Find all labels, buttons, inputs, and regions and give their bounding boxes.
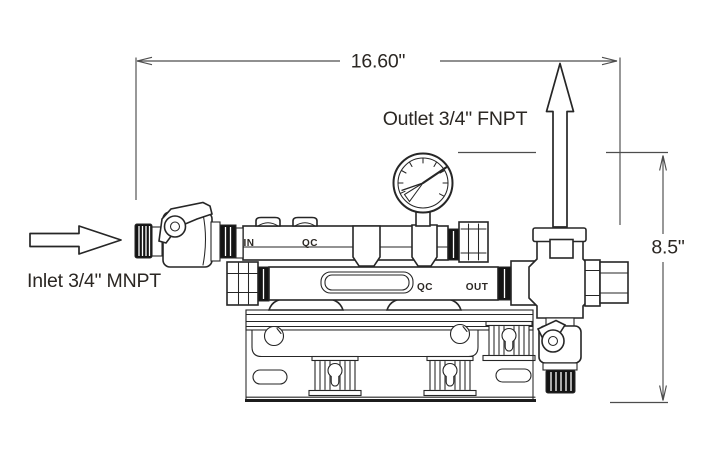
outlet-label: Outlet 3/4" FNPT bbox=[383, 108, 528, 130]
right-branch-hex-nut bbox=[599, 261, 629, 304]
width-dimension-label: 16.60" bbox=[351, 51, 406, 73]
inlet-label: Inlet 3/4" MNPT bbox=[27, 270, 161, 292]
drain-ball-valve bbox=[536, 317, 582, 394]
keyhole-tab-right bbox=[482, 320, 536, 362]
gauge-ticks bbox=[397, 157, 449, 197]
dim-arrow-left bbox=[136, 56, 153, 66]
drain-valve-boss bbox=[541, 329, 565, 353]
dim-arrow-right bbox=[601, 56, 618, 66]
tee-top-opening bbox=[549, 238, 574, 259]
upper-manifold-tube: IN QC bbox=[242, 216, 489, 267]
inlet-flow-arrow bbox=[29, 225, 122, 255]
gauge-stem bbox=[415, 211, 431, 227]
pressure-gauge bbox=[392, 152, 454, 227]
upper-right-hex-nut bbox=[458, 221, 489, 263]
port-label-qc-bottom: QC bbox=[417, 282, 433, 293]
inlet-collet-ring bbox=[219, 224, 237, 259]
mounting-bracket bbox=[245, 309, 536, 402]
keyhole-tab-middle bbox=[423, 355, 477, 397]
port-label-out: OUT bbox=[466, 282, 489, 293]
bracket-screw-left bbox=[263, 325, 285, 347]
outlet-tee-assembly bbox=[510, 227, 629, 394]
keyhole-tab-left bbox=[308, 355, 362, 397]
dim-arrow-up bbox=[659, 155, 667, 171]
valve-union-collar bbox=[210, 221, 221, 262]
outlet-flow-arrow bbox=[545, 62, 575, 228]
gauge-mount-block bbox=[411, 224, 438, 267]
tee-body bbox=[528, 240, 592, 319]
gauge-needle bbox=[401, 166, 448, 203]
slot-right bbox=[495, 368, 532, 383]
slot-left bbox=[252, 369, 288, 385]
height-dimension: 8.5" bbox=[458, 151, 685, 404]
width-dimension: 16.60" bbox=[135, 51, 621, 225]
bracket-panel bbox=[251, 329, 479, 358]
inlet-assembly bbox=[134, 201, 244, 268]
label-plate-inner bbox=[324, 274, 410, 291]
port-label-in: IN bbox=[244, 238, 255, 249]
inlet-valve-boss bbox=[163, 215, 187, 238]
lower-manifold-tube: QC OUT bbox=[226, 261, 512, 306]
height-dimension-label: 8.5" bbox=[651, 237, 685, 259]
right-branch-collar bbox=[584, 259, 601, 307]
dim-arrow-down bbox=[659, 385, 667, 401]
tube-clamp-block bbox=[352, 225, 381, 267]
port-label-qc-top: QC bbox=[302, 238, 318, 249]
bracket-screw-right bbox=[449, 323, 471, 345]
lower-left-hex-nut bbox=[226, 261, 259, 306]
bracket-bottom-edge bbox=[245, 399, 536, 402]
